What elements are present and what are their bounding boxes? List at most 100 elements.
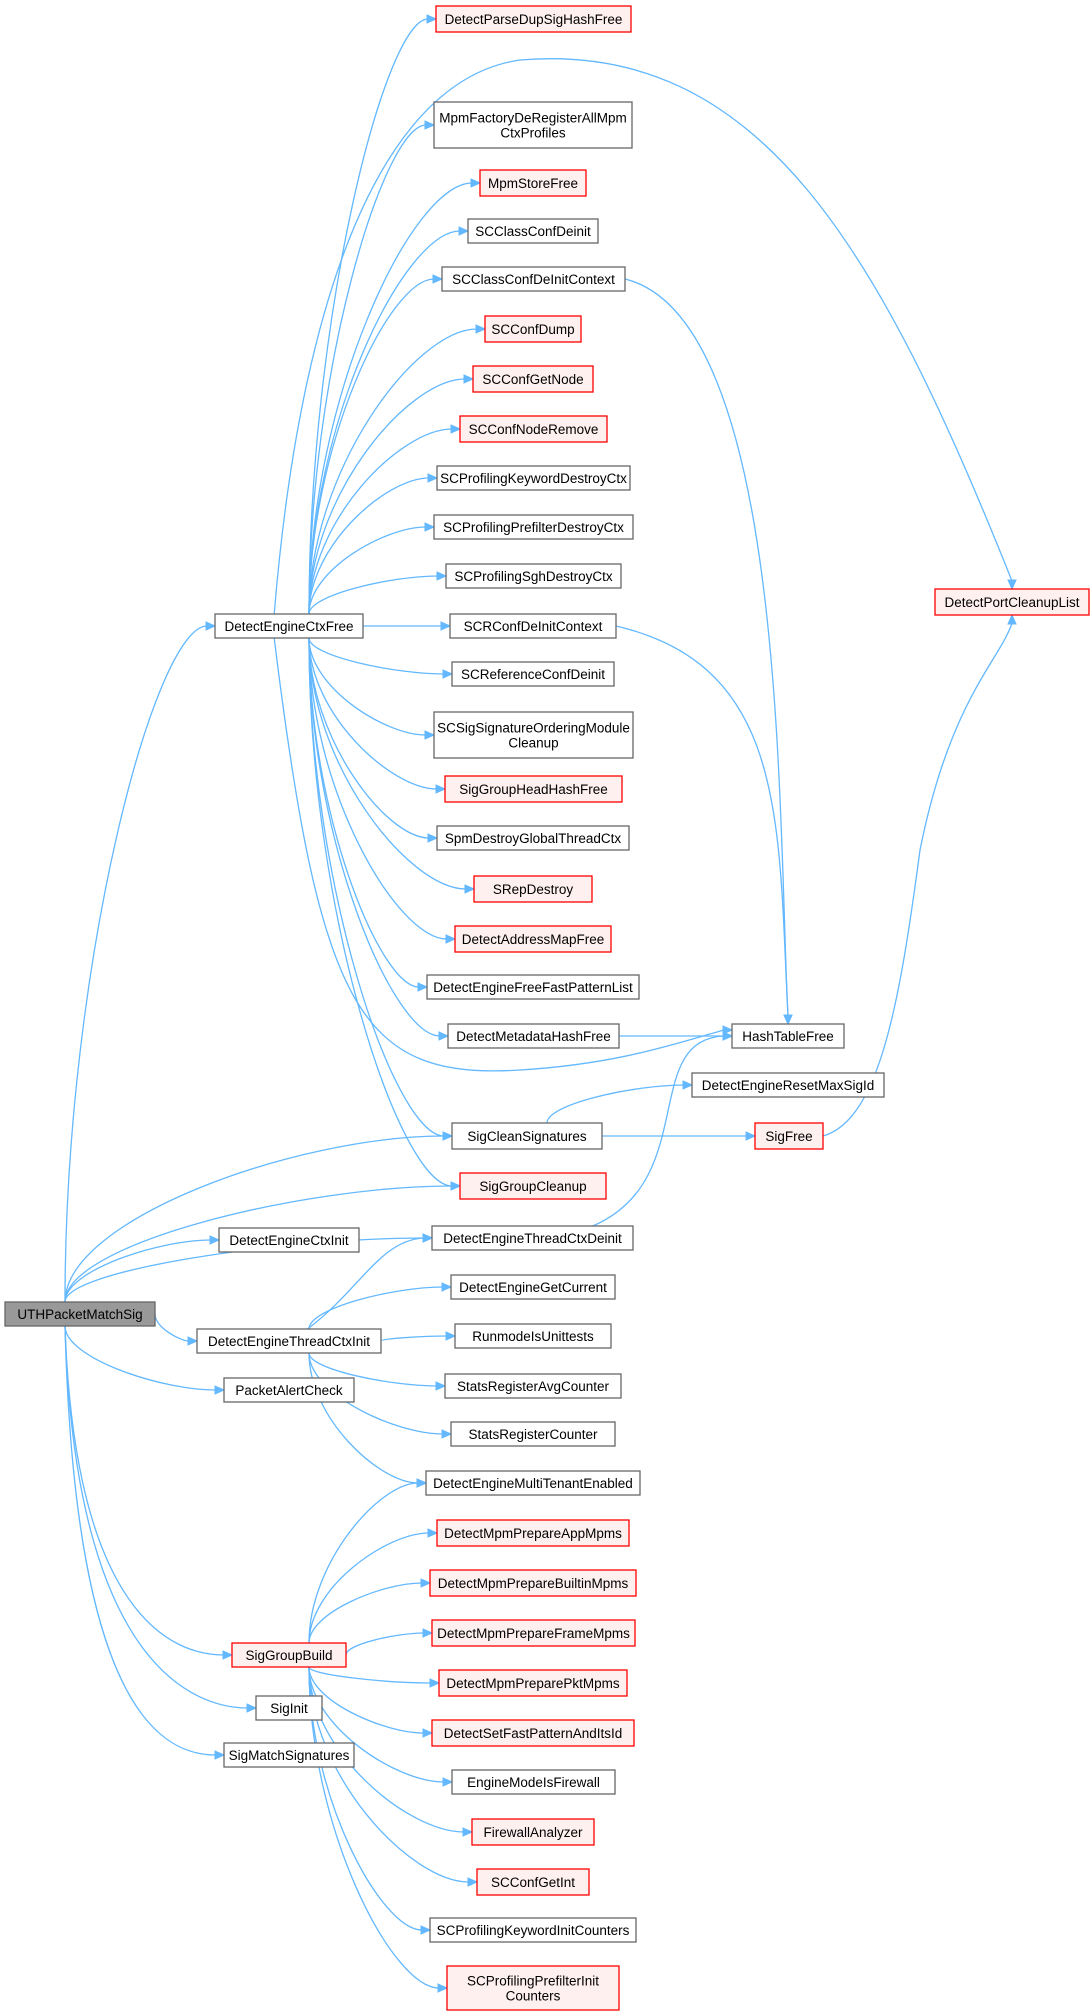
- node-box[interactable]: [429, 1917, 637, 1943]
- node-htf[interactable]: HashTableFree: [731, 1023, 845, 1049]
- node-box[interactable]: [431, 1719, 635, 1747]
- node-box[interactable]: [454, 925, 612, 953]
- node-scs[interactable]: SigCleanSignatures: [451, 1122, 603, 1150]
- node-demte[interactable]: DetectEngineMultiTenantEnabled: [425, 1470, 641, 1496]
- node-box[interactable]: [4, 1301, 156, 1327]
- node-sms[interactable]: SigMatchSignatures: [223, 1742, 355, 1768]
- node-degc[interactable]: DetectEngineGetCurrent: [450, 1274, 616, 1300]
- node-box[interactable]: [444, 1373, 622, 1399]
- node-root[interactable]: UTHPacketMatchSig: [4, 1301, 156, 1327]
- node-box[interactable]: [484, 315, 582, 343]
- node-scdump[interactable]: SCConfDump: [484, 315, 582, 343]
- node-box[interactable]: [223, 1377, 355, 1403]
- node-box[interactable]: [446, 1965, 620, 2011]
- node-box[interactable]: [451, 1122, 603, 1150]
- node-msf[interactable]: MpmStoreFree: [479, 169, 587, 197]
- node-box[interactable]: [429, 1569, 637, 1597]
- node-srcd[interactable]: SCRConfDeInitContext: [449, 613, 617, 639]
- node-box[interactable]: [433, 711, 634, 759]
- node-box[interactable]: [438, 1669, 628, 1697]
- node-box[interactable]: [934, 588, 1090, 616]
- node-spkd[interactable]: SCProfilingKeywordDestroyCtx: [436, 465, 631, 491]
- node-rmiu[interactable]: RunmodeIsUnittests: [454, 1323, 612, 1349]
- node-pac[interactable]: PacketAlertCheck: [223, 1377, 355, 1403]
- node-dmppm[interactable]: DetectMpmPreparePktMpms: [438, 1669, 628, 1697]
- node-box[interactable]: [450, 1421, 616, 1447]
- node-srac[interactable]: StatsRegisterAvgCounter: [444, 1373, 622, 1399]
- node-dmpam[interactable]: DetectMpmPrepareAppMpms: [436, 1519, 630, 1547]
- node-box[interactable]: [454, 1323, 612, 1349]
- node-box[interactable]: [214, 613, 364, 639]
- node-dermsi[interactable]: DetectEngineResetMaxSigId: [691, 1072, 885, 1098]
- node-box[interactable]: [441, 266, 626, 292]
- node-box[interactable]: [218, 1227, 360, 1253]
- node-sigfree[interactable]: SigFree: [754, 1122, 824, 1150]
- node-spkic[interactable]: SCProfilingKeywordInitCounters: [429, 1917, 637, 1943]
- node-box[interactable]: [255, 1695, 323, 1721]
- node-scnr[interactable]: SCConfNodeRemove: [459, 415, 608, 443]
- node-box[interactable]: [444, 775, 623, 803]
- node-damf[interactable]: DetectAddressMapFree: [454, 925, 612, 953]
- node-src[interactable]: StatsRegisterCounter: [450, 1421, 616, 1447]
- node-sppd[interactable]: SCProfilingPrefilterDestroyCtx: [433, 514, 634, 540]
- node-box[interactable]: [459, 1172, 607, 1200]
- node-box[interactable]: [472, 365, 594, 393]
- node-emif[interactable]: EngineModeIsFirewall: [451, 1769, 616, 1795]
- node-detci[interactable]: DetectEngineThreadCtxInit: [196, 1328, 382, 1354]
- node-srefd[interactable]: SCReferenceConfDeinit: [451, 661, 615, 687]
- node-box[interactable]: [449, 613, 617, 639]
- node-box[interactable]: [754, 1122, 824, 1150]
- node-decf[interactable]: DetectEngineCtxFree: [214, 613, 364, 639]
- node-sccd[interactable]: SCClassConfDeinit: [467, 218, 599, 244]
- node-box[interactable]: [223, 1742, 355, 1768]
- node-box[interactable]: [231, 1642, 347, 1668]
- node-detcd[interactable]: DetectEngineThreadCtxDeinit: [431, 1225, 634, 1251]
- node-box[interactable]: [433, 514, 634, 540]
- node-box[interactable]: [471, 1818, 595, 1846]
- node-dsfp[interactable]: DetectSetFastPatternAndItsId: [431, 1719, 635, 1747]
- node-decinit[interactable]: DetectEngineCtxInit: [218, 1227, 360, 1253]
- node-box[interactable]: [436, 825, 630, 851]
- node-box[interactable]: [431, 1225, 634, 1251]
- node-siginit[interactable]: SigInit: [255, 1695, 323, 1721]
- node-box[interactable]: [196, 1328, 382, 1354]
- node-sgb[interactable]: SigGroupBuild: [231, 1642, 347, 1668]
- node-box[interactable]: [445, 563, 622, 589]
- node-fa[interactable]: FirewallAnalyzer: [471, 1818, 595, 1846]
- node-box[interactable]: [435, 5, 632, 33]
- node-box[interactable]: [451, 661, 615, 687]
- node-sdgtc[interactable]: SpmDestroyGlobalThreadCtx: [436, 825, 630, 851]
- node-box[interactable]: [459, 415, 608, 443]
- node-box[interactable]: [691, 1072, 885, 1098]
- node-box[interactable]: [436, 465, 631, 491]
- node-box[interactable]: [425, 1470, 641, 1496]
- node-box[interactable]: [450, 1274, 616, 1300]
- node-dmhf[interactable]: DetectMetadataHashFree: [447, 1023, 620, 1049]
- node-box[interactable]: [431, 1619, 636, 1647]
- node-box[interactable]: [479, 169, 587, 197]
- node-box[interactable]: [447, 1023, 620, 1049]
- node-spsd[interactable]: SCProfilingSghDestroyCtx: [445, 563, 622, 589]
- node-box[interactable]: [467, 218, 599, 244]
- node-scgi[interactable]: SCConfGetInt: [476, 1868, 590, 1896]
- node-box[interactable]: [451, 1769, 616, 1795]
- node-box[interactable]: [436, 1519, 630, 1547]
- node-box[interactable]: [433, 101, 633, 149]
- node-scgn[interactable]: SCConfGetNode: [472, 365, 594, 393]
- node-sgc[interactable]: SigGroupCleanup: [459, 1172, 607, 1200]
- node-dpdshf[interactable]: DetectParseDupSigHashFree: [435, 5, 632, 33]
- node-box[interactable]: [473, 875, 593, 903]
- node-dmpbm[interactable]: DetectMpmPrepareBuiltinMpms: [429, 1569, 637, 1597]
- node-srepd[interactable]: SRepDestroy: [473, 875, 593, 903]
- node-box[interactable]: [476, 1868, 590, 1896]
- node-box[interactable]: [426, 974, 640, 1000]
- node-deffpl[interactable]: DetectEngineFreeFastPatternList: [426, 974, 640, 1000]
- node-sccdc[interactable]: SCClassConfDeInitContext: [441, 266, 626, 292]
- node-box[interactable]: [731, 1023, 845, 1049]
- node-dpcl[interactable]: DetectPortCleanupList: [934, 588, 1090, 616]
- node-dmpfm[interactable]: DetectMpmPrepareFrameMpms: [431, 1619, 636, 1647]
- node-sghhf[interactable]: SigGroupHeadHashFree: [444, 775, 623, 803]
